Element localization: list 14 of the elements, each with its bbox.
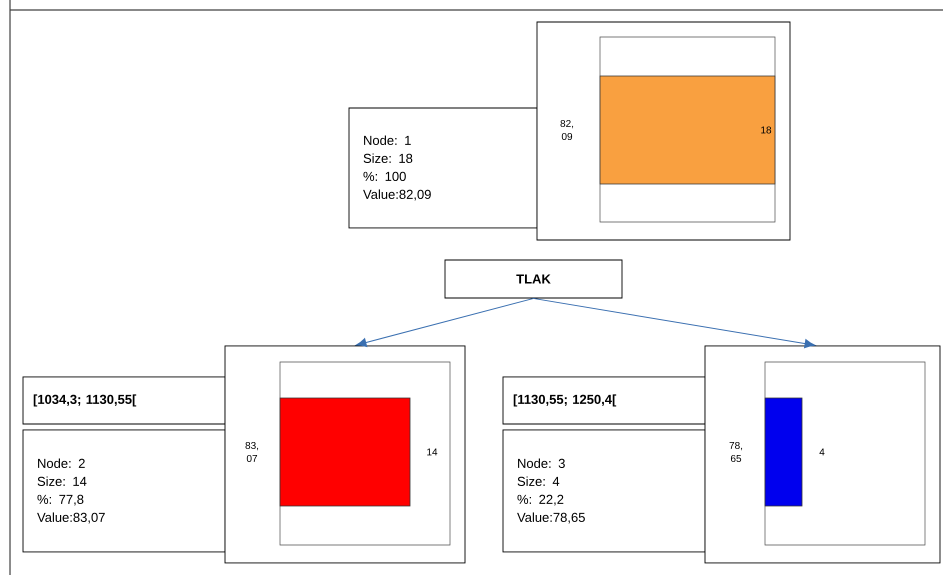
size-label: 14 bbox=[427, 448, 438, 456]
size-label: 4 bbox=[819, 448, 824, 456]
range-box: [1034,3; 1130,55[ bbox=[22, 376, 226, 424]
arrow bbox=[356, 298, 534, 348]
info-box: Node: 2 Size: 14 %: 77,8 Value:83,07 bbox=[22, 430, 226, 552]
info-box: Node: 1 Size: 18 %: 100 Value:82,09 bbox=[348, 108, 538, 228]
info-box: Node: 3 Size: 4 %: 22,2 Value:78,65 bbox=[502, 430, 706, 552]
range-box: [1130,55; 1250,4[ bbox=[502, 376, 706, 424]
value-label: 78, 65 bbox=[730, 442, 742, 462]
arrow bbox=[533, 298, 816, 348]
value-label: 83, 07 bbox=[246, 442, 258, 462]
value-label: 82, 09 bbox=[560, 120, 574, 140]
size-label: 18 bbox=[761, 126, 772, 134]
split-variable-box: TLAK bbox=[444, 260, 622, 298]
